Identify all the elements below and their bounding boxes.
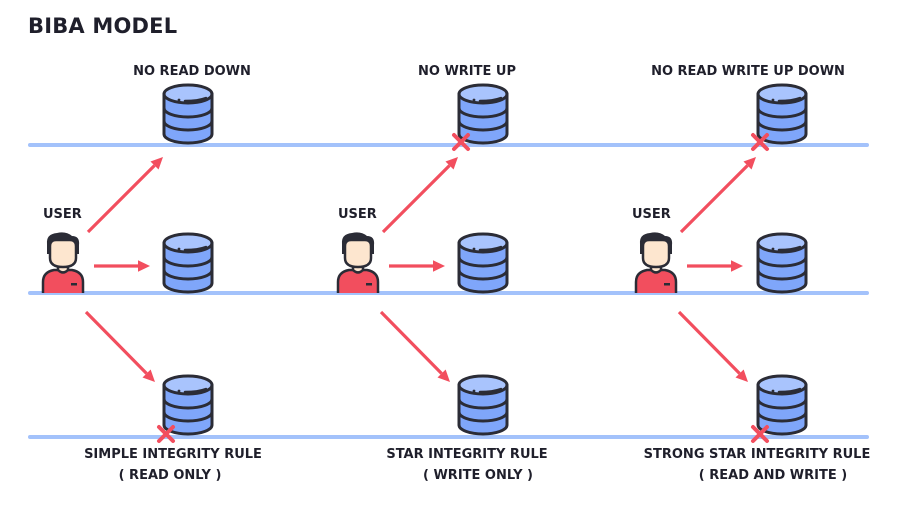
top-label-strong-star: NO READ WRITE UP DOWN — [651, 64, 845, 79]
database-icon-low-star — [457, 374, 509, 436]
blocked-up-cross-icon-strong-star — [751, 133, 769, 151]
database-icon-high-simple — [162, 83, 214, 145]
blocked-down-cross-icon-strong-star — [751, 425, 769, 443]
arrow-up-simple-shaft — [86, 164, 156, 234]
arrow-down-simple — [84, 310, 155, 382]
arrow-up-strong-star — [679, 157, 756, 234]
arrow-down-star-head — [437, 369, 450, 382]
arrow-down-strong-star-head — [735, 369, 748, 382]
blocked-down-cross-icon-simple — [157, 425, 175, 443]
database-icon-low-strong-star — [756, 374, 808, 436]
user-icon-simple — [41, 231, 85, 295]
user-label-strong-star: USER — [632, 207, 671, 222]
user-label-simple: USER — [43, 207, 82, 222]
arrow-up-star — [381, 157, 458, 234]
rule-mode-simple: ( READ ONLY ) — [118, 468, 222, 483]
user-icon-star — [336, 231, 380, 295]
arrow-same-strong-star-head — [731, 260, 743, 272]
database-icon-same-star — [457, 232, 509, 294]
arrow-down-simple-shaft — [84, 310, 148, 375]
rule-name-simple: SIMPLE INTEGRITY RULE — [84, 447, 262, 462]
rule-mode-strong-star: ( READ AND WRITE ) — [698, 468, 848, 483]
arrow-down-strong-star — [677, 310, 748, 382]
arrow-down-star-shaft — [379, 310, 443, 375]
arrow-up-simple — [86, 157, 163, 234]
arrow-same-star-head — [433, 260, 445, 272]
arrow-up-simple-head — [150, 157, 163, 170]
arrow-same-simple-head — [138, 260, 150, 272]
arrow-same-star — [389, 260, 445, 272]
top-label-simple: NO READ DOWN — [133, 64, 251, 79]
database-icon-low-simple — [162, 374, 214, 436]
arrow-up-strong-star-shaft — [679, 164, 749, 234]
arrow-up-star-head — [445, 157, 458, 170]
arrow-down-strong-star-shaft — [677, 310, 741, 375]
arrow-same-simple — [94, 260, 150, 272]
rule-name-strong-star: STRONG STAR INTEGRITY RULE — [643, 447, 871, 462]
database-icon-same-strong-star — [756, 232, 808, 294]
rule-name-star: STAR INTEGRITY RULE — [386, 447, 548, 462]
top-label-star: NO WRITE UP — [417, 64, 517, 79]
arrow-same-strong-star — [687, 260, 743, 272]
diagram-title: BIBA MODEL — [28, 14, 178, 38]
blocked-up-cross-icon-star — [452, 133, 470, 151]
user-label-star: USER — [338, 207, 377, 222]
arrow-down-star — [379, 310, 450, 382]
arrow-up-star-shaft — [381, 164, 451, 234]
rule-mode-star: ( WRITE ONLY ) — [423, 468, 533, 483]
user-icon-strong-star — [634, 231, 678, 295]
arrow-down-simple-head — [142, 369, 155, 382]
database-icon-same-simple — [162, 232, 214, 294]
arrow-up-strong-star-head — [743, 157, 756, 170]
